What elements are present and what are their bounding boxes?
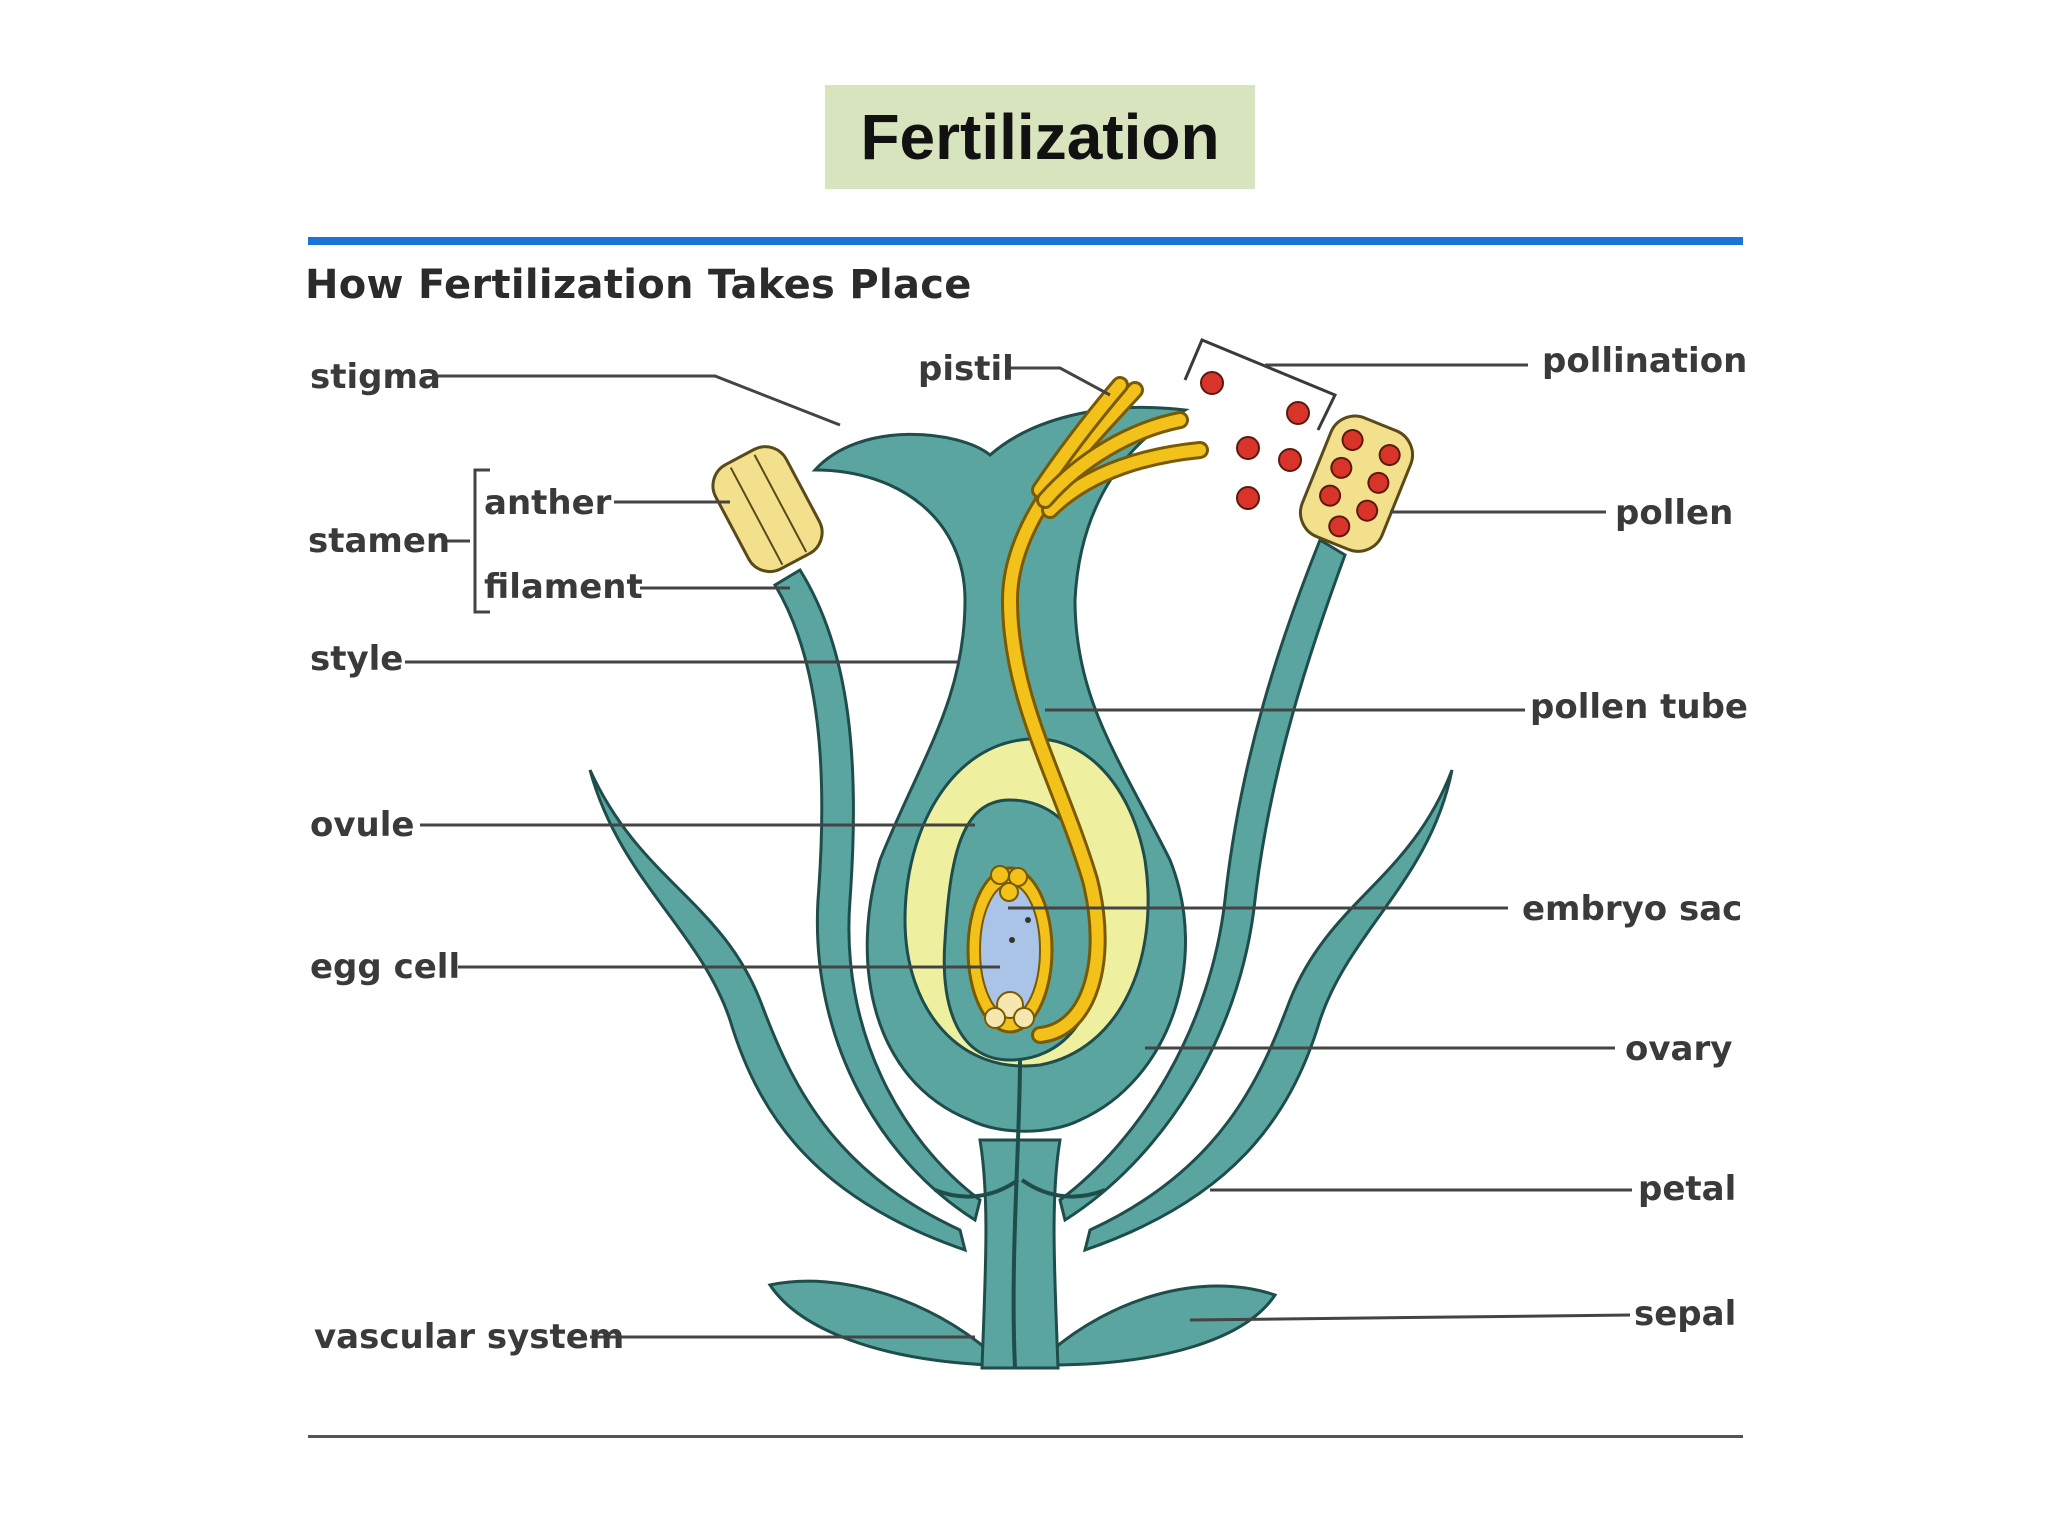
synergid [1013,1007,1035,1029]
label-pollen-tube: pollen tube [1530,687,1748,727]
pollen-grain [1236,436,1260,460]
pollen-grain [1286,401,1310,425]
antipodal-cell [999,882,1019,902]
anther-left [711,445,824,574]
antipodal-cell [1008,867,1028,887]
label-sepal: sepal [1634,1294,1736,1334]
label-style: style [310,639,403,679]
label-vascular-system: vascular system [314,1317,624,1357]
pollen-grain [1236,486,1260,510]
pollination-bracket [1183,338,1338,431]
bottom-rule [308,1435,1743,1438]
synergid [984,1007,1006,1029]
stem [978,1138,1062,1370]
slide-title: Fertilization [860,101,1220,173]
sepal-left [767,1279,992,1367]
label-anther: anther [484,483,612,523]
sepal-right [1048,1284,1278,1367]
label-pollination: pollination [1542,341,1747,381]
leader-lines [405,374,1000,1339]
vascular-branch [934,1178,1106,1199]
top-blue-rule [308,237,1743,245]
pollen-grain [1278,448,1302,472]
label-embryo-sac: embryo sac [1522,889,1742,929]
pollen-on-stigma-fill [1034,379,1126,496]
polar-nucleus-2 [1009,937,1015,943]
petal-right [1082,769,1454,1253]
label-pollen: pollen [1615,493,1733,533]
label-ovary: ovary [1625,1029,1732,1069]
polar-nucleus [1025,917,1031,923]
label-egg-cell: egg cell [310,947,460,987]
anther-right [1299,414,1414,553]
antipodal-cell [990,865,1010,885]
filament-left [772,567,982,1223]
pollen-on-stigma-2-fill [1044,444,1206,516]
label-stigma: stigma [310,357,441,397]
pollen-on-stigma-3-fill [1039,414,1186,506]
diagram-heading: How Fertilization Takes Place [305,262,972,308]
pollen-grain [1200,371,1224,395]
petal-left [588,769,968,1253]
label-ovule: ovule [310,805,414,845]
label-pistil: pistil [918,349,1014,389]
vascular-strand [1011,1059,1022,1369]
label-stamen: stamen [308,521,450,561]
leader-lines-right [1008,363,1632,1322]
label-filament: filament [484,567,643,607]
slide-title-box: Fertilization [825,85,1255,189]
label-petal: petal [1638,1169,1736,1209]
